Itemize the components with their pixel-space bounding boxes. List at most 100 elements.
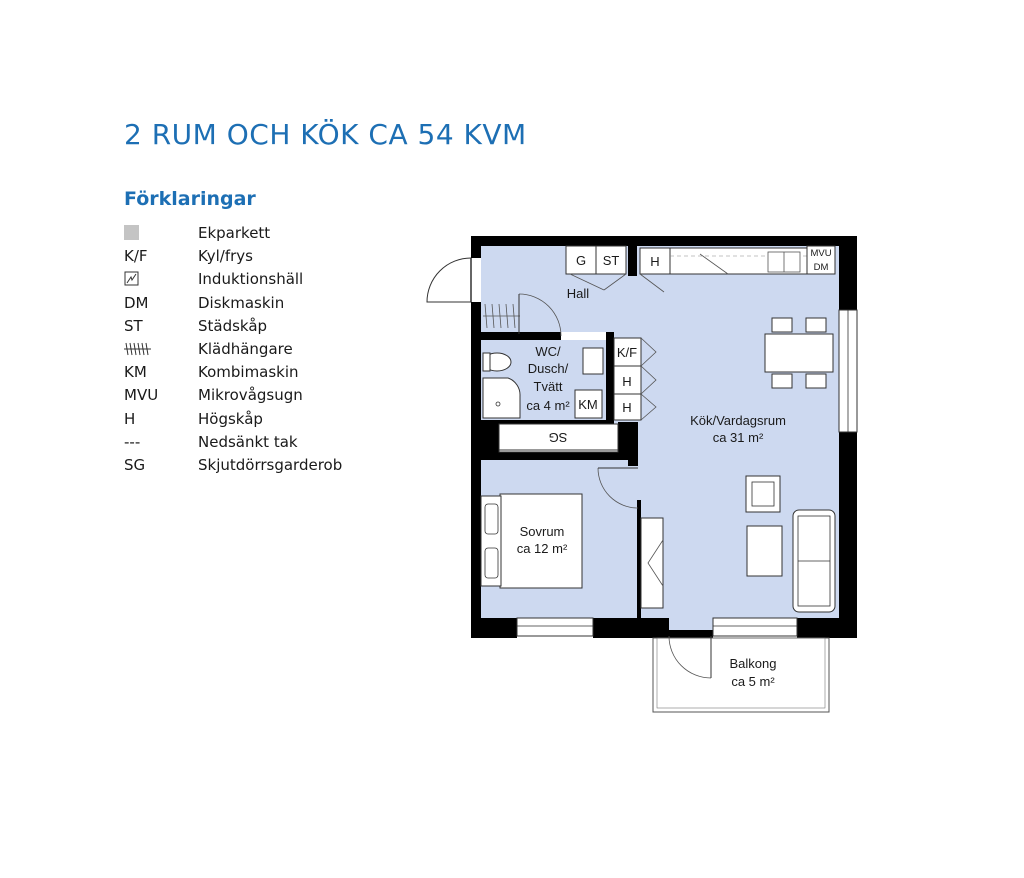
- cabinet-g-label: G: [576, 253, 586, 268]
- legend-desc: Ekparkett: [198, 224, 271, 242]
- legend-item-skjutdorrsgarderob: SG Skjutdörrsgarderob: [124, 454, 384, 477]
- legend-heading: Förklaringar: [124, 188, 256, 210]
- clothes-rail-icon: [124, 342, 151, 356]
- chair-2: [805, 317, 827, 333]
- wall-bottom-between: [669, 630, 713, 638]
- wall-wc-top: [481, 332, 561, 340]
- legend-desc: Kyl/frys: [198, 247, 253, 266]
- bedroom-name: Sovrum: [520, 524, 565, 539]
- pantry-door-swing-1: [639, 273, 665, 293]
- pillow-1: [484, 503, 499, 535]
- cabinet-g: [565, 245, 597, 275]
- wall-wardrobe-bottom: [481, 452, 638, 460]
- wall-right-upper: [839, 236, 857, 310]
- legend-key: MVU: [124, 386, 159, 405]
- kitchen-area: ca 31 m²: [713, 430, 764, 445]
- kitchen-name: Kök/Vardagsrum: [690, 413, 786, 428]
- wc-area: ca 4 m²: [526, 398, 570, 413]
- clothes-rail-icon: [483, 303, 520, 329]
- cabinet-h1-label: H: [622, 374, 631, 389]
- toilet-tank: [482, 352, 491, 372]
- legend-item-kladhangare: Klädhängare: [124, 338, 384, 361]
- shower: [482, 377, 521, 419]
- mvu-label: MVU: [810, 248, 831, 259]
- legend-desc: Nedsänkt tak: [198, 432, 298, 451]
- sg-label: SG: [549, 430, 568, 445]
- window-living: [712, 617, 798, 637]
- legend-desc: Skjutdörrsgarderob: [198, 455, 343, 474]
- legend-desc: Mikrovågsugn: [198, 386, 303, 405]
- balcony-area: ca 5 m²: [731, 674, 775, 689]
- wc-label-line2: Dusch/: [528, 361, 569, 376]
- balcony: [652, 637, 830, 713]
- chair-4: [805, 373, 827, 389]
- legend-item-stadskap: ST Städskåp: [124, 315, 384, 338]
- legend-item-nedsankt-tak: --- Nedsänkt tak: [124, 431, 384, 454]
- walls: [471, 236, 857, 638]
- legend-item-mikrovagsugn: MVU Mikrovågsugn: [124, 384, 384, 407]
- legend-item-hogskap: H Högskåp: [124, 408, 384, 431]
- shower-drain: [495, 401, 501, 407]
- wall-bottom-right: [797, 618, 857, 638]
- balcony-door-swing: [668, 635, 712, 679]
- legend-desc: Kombimaskin: [198, 363, 299, 382]
- closet-door-swing-1: [569, 273, 605, 291]
- cabinet-door-swings: [640, 337, 657, 421]
- wall-wardrobe-right: [618, 422, 638, 458]
- wall-wc-bottom: [481, 420, 614, 424]
- legend-desc: Induktionshäll: [198, 270, 304, 289]
- wall-wc-right: [606, 332, 614, 422]
- balcony-inner: [656, 637, 826, 709]
- legend-item-kyl-frys: K/F Kyl/frys: [124, 245, 384, 268]
- pillow-2: [484, 547, 499, 579]
- legend-key: DM: [124, 293, 149, 312]
- mvu-dm-cabinet: [806, 245, 836, 275]
- legend-item-diskmaskin: DM Diskmaskin: [124, 292, 384, 315]
- km-label: KM: [578, 397, 598, 412]
- window-bedroom: [516, 617, 594, 637]
- wall-bottom-left: [471, 618, 517, 638]
- wall-right-lower: [839, 432, 857, 638]
- legend-item-ekparkett: Ekparkett: [124, 222, 384, 245]
- wall-bottom-mid: [593, 618, 669, 638]
- legend-key: SG: [124, 455, 146, 474]
- induction-hob-icon: [699, 253, 729, 275]
- wc-door-swing: [518, 293, 562, 337]
- legend-key: K/F: [124, 247, 148, 266]
- wall-left-upper: [471, 236, 481, 258]
- wc-label-line1: WC/: [535, 344, 561, 359]
- storage-unit: [640, 517, 664, 609]
- wall-bedroom-right: [637, 500, 641, 620]
- cabinet-h1: [613, 365, 642, 395]
- coffee-table: [746, 525, 783, 577]
- legend-key: ---: [124, 432, 141, 451]
- armchair-seat: [751, 481, 775, 507]
- hall-label: Hall: [567, 286, 590, 301]
- closet-door-swing-2: [603, 273, 627, 291]
- cabinet-h-top-label: H: [650, 254, 659, 269]
- legend-desc: Klädhängare: [198, 339, 293, 358]
- wc-label-line3: Tvätt: [534, 379, 563, 394]
- legend-item-kombimaskin: KM Kombimaskin: [124, 361, 384, 384]
- legend-desc: Högskåp: [198, 409, 263, 428]
- dm-label: DM: [814, 262, 829, 273]
- dining-table: [764, 333, 834, 373]
- page-title: 2 RUM OCH KÖK CA 54 KVM: [124, 118, 527, 151]
- legend-key: KM: [124, 363, 147, 382]
- km-machine: [574, 389, 603, 419]
- chair-3: [771, 373, 793, 389]
- wall-left-lower: [471, 302, 481, 638]
- bedroom-area: ca 12 m²: [517, 541, 568, 556]
- legend-key: ST: [124, 316, 143, 335]
- storage-doors: [647, 539, 664, 587]
- cabinet-h2: [613, 393, 642, 421]
- entry-door: [426, 257, 472, 303]
- legend-item-induktionshall: Induktionshäll: [124, 268, 384, 291]
- bedroom-door-swing: [597, 467, 639, 509]
- armchair: [745, 475, 781, 513]
- cabinet-h2-label: H: [622, 400, 631, 415]
- legend-desc: Diskmaskin: [198, 293, 285, 312]
- wall-wardrobe-left: [481, 422, 499, 458]
- balcony-name: Balkong: [730, 656, 777, 671]
